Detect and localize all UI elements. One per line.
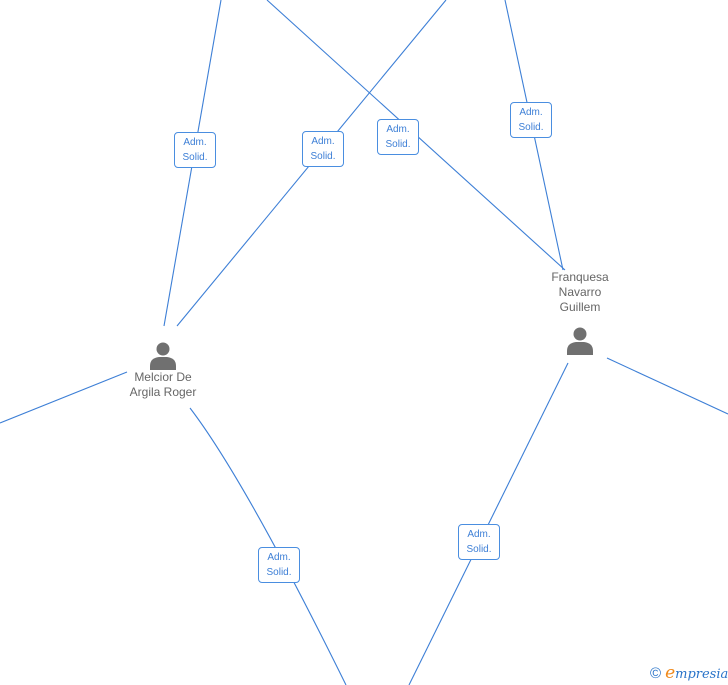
- edge-line: [606, 357, 728, 415]
- person-name-line: Franquesa: [551, 270, 609, 284]
- edge-label-line2: Solid.: [182, 152, 208, 163]
- person-icon: [150, 342, 176, 370]
- edge-line: [189, 407, 347, 685]
- edge-label-adm-solid[interactable]: Adm. Solid.: [174, 132, 216, 168]
- person-node-franquesa[interactable]: Franquesa Navarro Guillem: [530, 270, 630, 355]
- person-name-line: Argila Roger: [129, 385, 197, 399]
- edge-label-line2: Solid.: [310, 151, 336, 162]
- edge-label-adm-solid[interactable]: Adm. Solid.: [377, 119, 419, 155]
- edge-label-line2: Solid.: [466, 544, 492, 555]
- edge-label-adm-solid[interactable]: Adm. Solid.: [458, 524, 500, 560]
- edge-label-line1: Adm.: [311, 136, 335, 147]
- logo-initial: e: [665, 663, 676, 683]
- edge-label-adm-solid[interactable]: Adm. Solid.: [258, 547, 300, 583]
- edge-label-line1: Adm.: [467, 529, 491, 540]
- person-name-line: Navarro: [558, 285, 602, 299]
- edge-label-line1: Adm.: [519, 107, 543, 118]
- copyright-icon: ©: [650, 664, 662, 682]
- logo-text: mpresia: [675, 667, 728, 682]
- person-name-line: Melcior De: [134, 370, 192, 384]
- brand-watermark: © empresia: [650, 663, 728, 683]
- edge-label-line1: Adm.: [183, 137, 207, 148]
- person-name: Melcior De Argila Roger: [113, 370, 213, 400]
- person-name-line: Guillem: [559, 300, 601, 314]
- edge-label-line2: Solid.: [266, 567, 292, 578]
- person-name: Franquesa Navarro Guillem: [530, 270, 630, 315]
- edge-label-adm-solid[interactable]: Adm. Solid.: [302, 131, 344, 167]
- edge-label-line1: Adm.: [386, 124, 410, 135]
- edge-label-line2: Solid.: [518, 122, 544, 133]
- empresia-logo: empresia: [665, 663, 728, 683]
- edge-line: [0, 371, 128, 424]
- edge-label-adm-solid[interactable]: Adm. Solid.: [510, 102, 552, 138]
- person-icon: [567, 327, 593, 355]
- edge-label-line1: Adm.: [267, 552, 291, 563]
- edge-label-line2: Solid.: [385, 139, 411, 150]
- person-node-melcior[interactable]: Melcior De Argila Roger: [113, 340, 213, 400]
